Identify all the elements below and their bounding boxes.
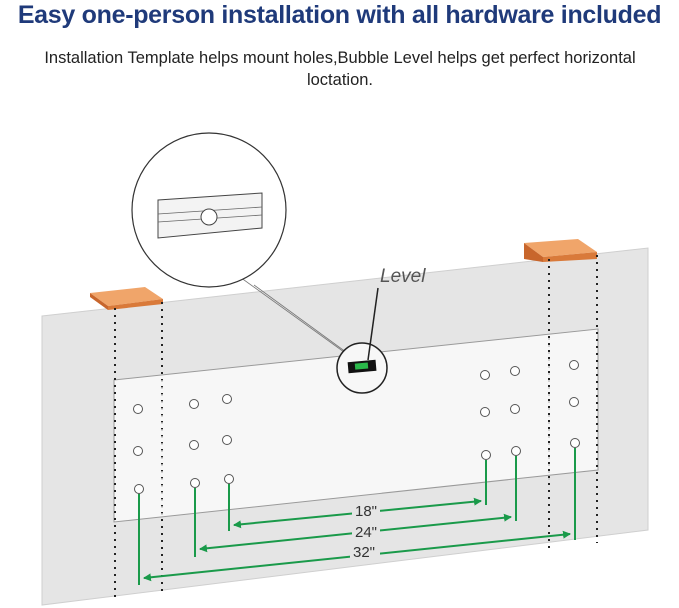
installation-template <box>113 328 599 523</box>
dim-label-24: 24" <box>355 524 377 541</box>
mount-hole <box>189 399 199 409</box>
level-pointer-line <box>367 287 379 361</box>
subtitle: Installation Template helps mount holes,… <box>44 49 636 89</box>
mount-hole <box>510 366 520 376</box>
bubble-level <box>336 342 388 394</box>
mount-hole <box>481 450 491 460</box>
dim-label-18: 18" <box>355 503 377 520</box>
leader-line <box>253 284 351 356</box>
mount-hole <box>133 404 143 414</box>
stud-block-right <box>524 239 597 262</box>
stud-block-left <box>90 287 163 310</box>
mount-hole <box>190 478 200 488</box>
dim-label-bg <box>350 541 380 559</box>
mount-hole <box>224 474 234 484</box>
mount-hole <box>134 484 144 494</box>
mount-hole <box>189 440 199 450</box>
mount-hole <box>511 446 521 456</box>
mount-hole <box>222 435 232 445</box>
dim-label-bg <box>352 521 380 539</box>
mount-hole <box>222 394 232 404</box>
leader-line <box>232 271 345 353</box>
dim-label-32: 32" <box>353 544 375 561</box>
mount-hole <box>133 446 143 456</box>
mount-hole <box>510 404 520 414</box>
level-label: Level <box>380 266 426 287</box>
mount-hole <box>480 407 490 417</box>
headline: Easy one-person installation with all ha… <box>17 1 662 29</box>
mount-hole <box>569 360 579 370</box>
mount-hole <box>480 370 490 380</box>
mount-hole <box>570 438 580 448</box>
magnifier-callout <box>131 132 287 288</box>
mount-hole <box>569 397 579 407</box>
dim-label-bg <box>352 501 380 519</box>
